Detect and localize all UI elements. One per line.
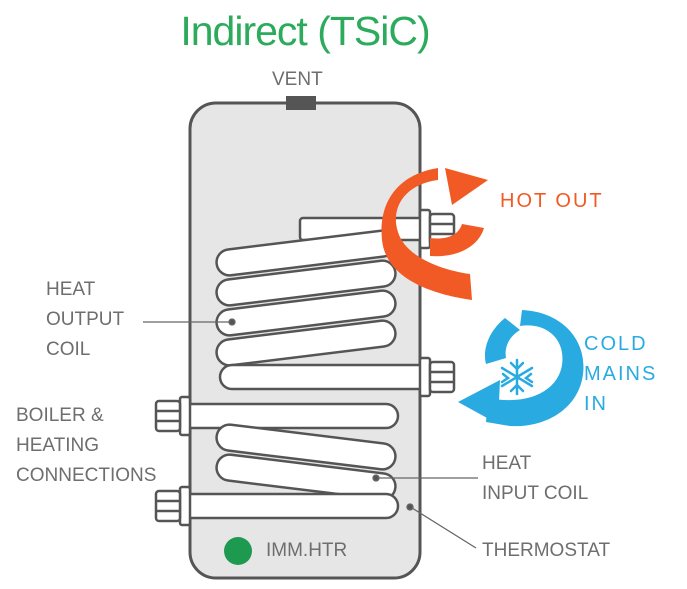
- heat-output-coil-line-1: HEAT: [46, 279, 96, 300]
- hot-out-fitting: [418, 208, 432, 250]
- heat-input-coil: [178, 402, 400, 520]
- heat-output-coil-line-3: COIL: [46, 339, 91, 360]
- heat-input-coil-line-1: HEAT: [482, 453, 532, 474]
- heat-input-coil-line-2: INPUT COIL: [482, 483, 589, 504]
- diagram-title: Indirect (TSiC): [180, 8, 430, 54]
- boiler-connections-line-3: CONNECTIONS: [16, 465, 157, 486]
- boiler-connections-line-2: HEATING: [16, 435, 100, 456]
- boiler-return-fitting: [178, 485, 192, 527]
- cold-mains-in-line-3: IN: [584, 393, 608, 415]
- boiler-connections-line-1: BOILER &: [16, 405, 104, 426]
- cold-mains-in-label: COLD MAINS IN: [584, 329, 657, 419]
- vent-cap: [286, 96, 316, 110]
- cold-mains-in-line-2: MAINS: [584, 363, 658, 385]
- heat-output-coil: [215, 216, 430, 391]
- boiler-heating-connections-label: BOILER & HEATING CONNECTIONS: [16, 401, 156, 491]
- leader-lines: [143, 318, 478, 549]
- fittings: [154, 208, 456, 527]
- vent-label: VENT: [272, 69, 323, 90]
- cold-in-fitting: [418, 356, 432, 398]
- heat-input-coil-label: HEAT INPUT COIL: [482, 449, 588, 509]
- boiler-flow-fitting: [178, 395, 192, 437]
- heat-output-coil-line-2: OUTPUT: [46, 309, 125, 330]
- hot-out-label: HOT OUT: [500, 190, 604, 212]
- snowflake-icon: [500, 358, 534, 396]
- heat-output-coil-label: HEAT OUTPUT COIL: [46, 275, 124, 365]
- thermostat-label: THERMOSTAT: [482, 540, 611, 561]
- immersion-heater-label: IMM.HTR: [266, 540, 348, 561]
- hot-arrow-icon: [381, 168, 488, 300]
- cold-mains-in-line-1: COLD: [584, 333, 648, 355]
- immersion-heater: [224, 537, 252, 565]
- cold-arrow-icon: [458, 310, 584, 427]
